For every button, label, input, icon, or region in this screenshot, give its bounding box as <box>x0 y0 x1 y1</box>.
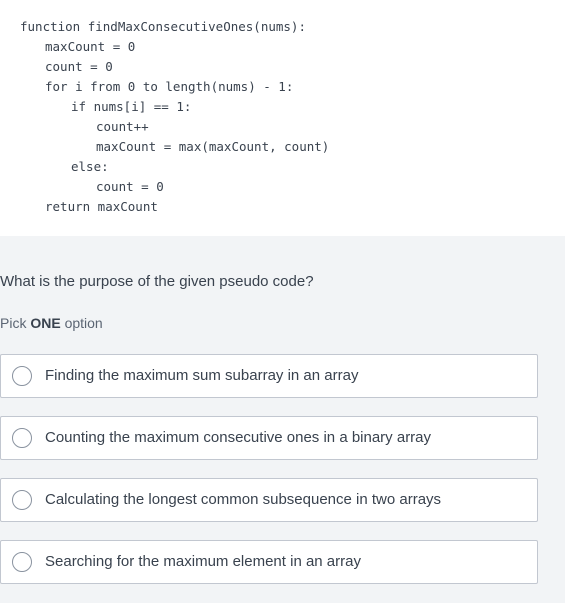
code-line: count++ <box>96 119 149 134</box>
radio-button-icon[interactable] <box>12 490 32 510</box>
radio-button-icon[interactable] <box>12 366 32 386</box>
radio-button-icon[interactable] <box>12 428 32 448</box>
instruction-prefix: Pick <box>0 315 31 331</box>
option-label: Counting the maximum consecutive ones in… <box>45 429 432 446</box>
code-line: maxCount = 0 <box>45 39 136 54</box>
code-line: function findMaxConsecutiveOnes(nums): <box>20 19 306 34</box>
instruction-emphasis: ONE <box>30 315 61 331</box>
code-line: count = 0 <box>96 179 164 194</box>
answer-option-2[interactable]: Counting the maximum consecutive ones in… <box>0 416 538 460</box>
question-text: What is the purpose of the given pseudo … <box>0 273 314 290</box>
code-line: maxCount = max(maxCount, count) <box>96 139 330 154</box>
answer-option-3[interactable]: Calculating the longest common subsequen… <box>0 478 538 522</box>
answer-option-1[interactable]: Finding the maximum sum subarray in an a… <box>0 354 538 398</box>
code-line: return maxCount <box>45 199 158 214</box>
option-label: Searching for the maximum element in an … <box>45 553 361 570</box>
option-label: Calculating the longest common subsequen… <box>45 491 442 508</box>
instruction-suffix: option <box>60 315 103 331</box>
radio-button-icon[interactable] <box>12 552 32 572</box>
answer-option-4[interactable]: Searching for the maximum element in an … <box>0 540 538 584</box>
instruction-text: Pick ONE option <box>0 315 103 331</box>
code-line: for i from 0 to length(nums) - 1: <box>45 79 294 94</box>
code-line: if nums[i] == 1: <box>71 99 192 114</box>
code-line: else: <box>71 159 109 174</box>
code-panel: function findMaxConsecutiveOnes(nums): m… <box>0 0 565 236</box>
code-line: count = 0 <box>45 59 113 74</box>
option-label: Finding the maximum sum subarray in an a… <box>45 367 359 384</box>
